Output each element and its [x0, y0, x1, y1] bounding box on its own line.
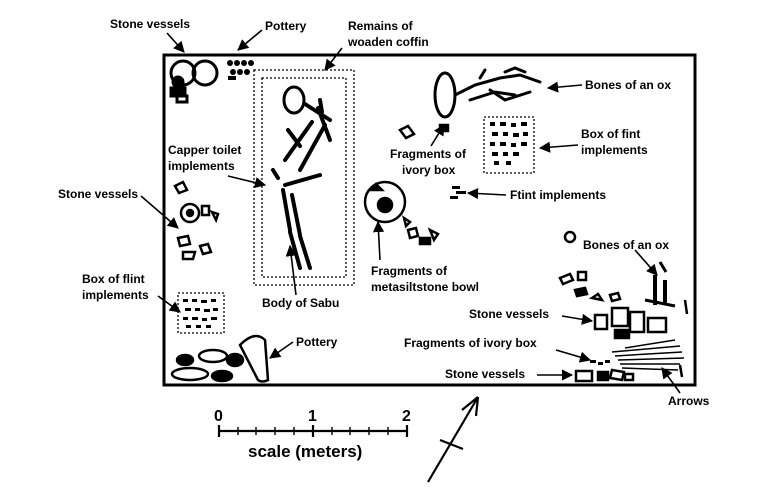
leader-metasiltstone — [372, 220, 385, 261]
label-box-flint-line1: Box of flint — [82, 272, 145, 286]
label-box-flint-line2: implements — [82, 288, 149, 302]
label-stone-vessels-top-left: Stone vessels — [110, 17, 190, 31]
leader-stone-vessels-right — [561, 313, 594, 325]
label-coffin-line1: Remains of — [348, 19, 414, 33]
bones-ox-top — [433, 66, 542, 119]
pottery-bottom-left — [170, 334, 270, 383]
label-box-fint-line1: Box of fint — [581, 127, 640, 141]
label-ivory-line1: Fragments of — [390, 147, 467, 161]
label-bones-ox-top: Bones of an ox — [585, 78, 671, 92]
scale-caption: scale (meters) — [248, 442, 362, 461]
stone-vessels-top-left — [169, 59, 219, 104]
scale-bar — [217, 425, 409, 437]
label-stone-vessels-right: Stone vessels — [469, 307, 549, 321]
label-body: Body of Sabu — [262, 296, 339, 310]
stone-vessels-bottom — [574, 368, 635, 383]
skeleton-body — [271, 85, 332, 270]
label-ivory-line2: ivory box — [402, 163, 456, 177]
box-of-flint-left — [177, 292, 225, 334]
label-box-fint-line2: implements — [581, 143, 648, 157]
pottery-top — [227, 60, 254, 80]
leader-stone-vessels-tl — [166, 32, 185, 53]
leader-bones-ox-right — [634, 249, 658, 276]
leader-box-flint-left — [157, 295, 181, 313]
label-arrows: Arrows — [668, 394, 710, 408]
coffin-outline — [253, 69, 355, 286]
label-copper-line1: Capper toilet — [168, 143, 241, 157]
leader-pottery-top — [237, 29, 263, 51]
arrows-bundle — [611, 339, 685, 371]
leader-pottery-bottom — [269, 341, 294, 359]
scale-tick-2: 2 — [402, 408, 411, 425]
leader-ivory-box-bottom — [555, 349, 592, 363]
leader-coffin — [324, 47, 343, 71]
scale-tick-0: 0 — [214, 408, 223, 425]
label-bones-ox-right: Bones of an ox — [583, 238, 669, 252]
label-stone-vessels-bottom: Stone vessels — [445, 367, 525, 381]
label-copper-line2: implements — [168, 159, 235, 173]
metasiltstone-bowl — [363, 180, 440, 246]
stone-vessels-left — [173, 180, 220, 261]
leader-body — [285, 244, 297, 296]
label-meta-line2: metasiltstone bowl — [371, 280, 479, 294]
leader-arrows — [661, 367, 681, 394]
leader-stone-vessels-left — [140, 195, 179, 229]
label-meta-line1: Fragments of — [371, 264, 448, 278]
leader-bones-ox-top — [546, 81, 583, 93]
leader-ftint — [466, 187, 507, 200]
label-coffin-line2: woaden coffin — [347, 35, 429, 49]
label-pottery-bottom: Pottery — [296, 335, 338, 349]
scale-tick-1: 1 — [308, 408, 317, 425]
tomb-outline — [162, 53, 697, 387]
label-ivory-box-bottom: Fragments of ivory box — [404, 336, 537, 350]
leader-ivory-box-top — [430, 124, 445, 147]
box-of-fint-right — [483, 116, 535, 174]
label-stone-vessels-left: Stone vessels — [58, 187, 138, 201]
leader-copper — [227, 175, 267, 189]
label-ftint: Ftint implements — [510, 188, 606, 202]
label-pottery-top: Pottery — [265, 19, 307, 33]
ftint-implements — [450, 186, 466, 199]
north-arrow — [427, 396, 480, 483]
leader-box-fint — [538, 141, 579, 153]
ivory-box-fragments-bottom — [590, 360, 610, 365]
right-cluster — [558, 230, 689, 378]
